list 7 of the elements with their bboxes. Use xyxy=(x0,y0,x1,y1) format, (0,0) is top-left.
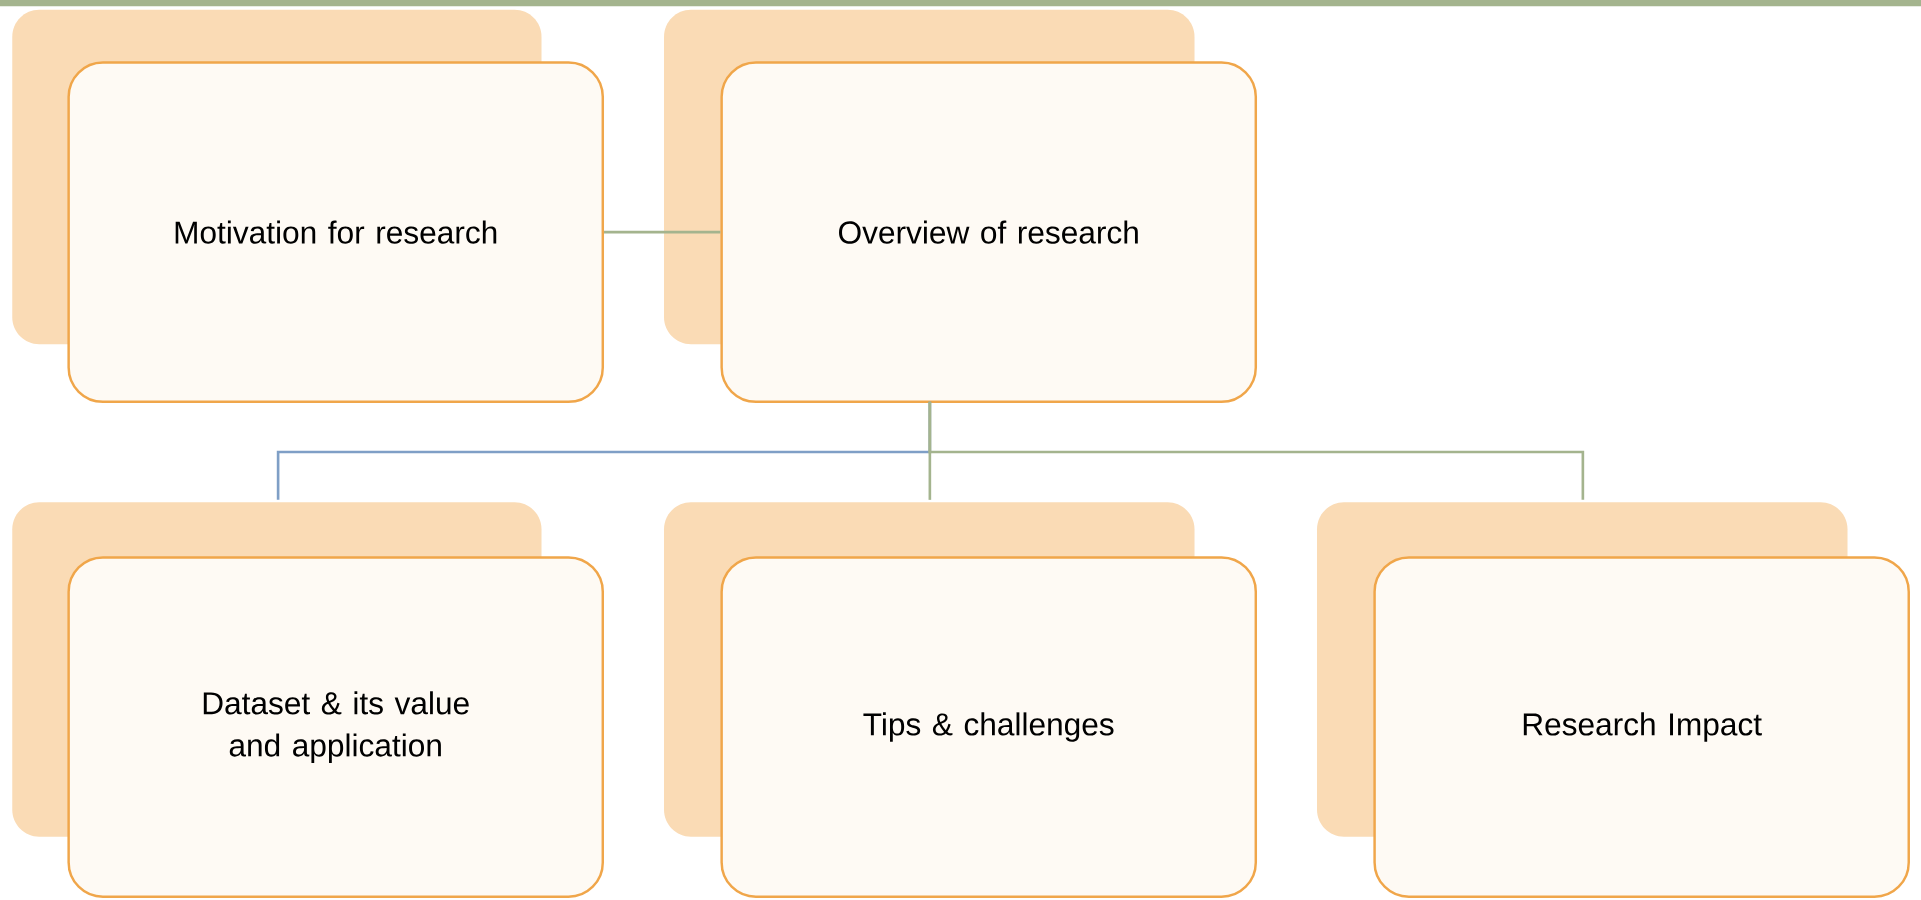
rounded-box: Tips & challenges xyxy=(720,556,1257,898)
rounded-box: Overview of research xyxy=(720,61,1257,403)
rounded-box: Dataset & its value and application xyxy=(67,556,604,898)
rounded-box: Research Impact xyxy=(1373,556,1910,898)
connector-line xyxy=(604,230,721,234)
connector-line xyxy=(928,401,1585,500)
rounded-box: Motivation for research xyxy=(67,61,604,403)
